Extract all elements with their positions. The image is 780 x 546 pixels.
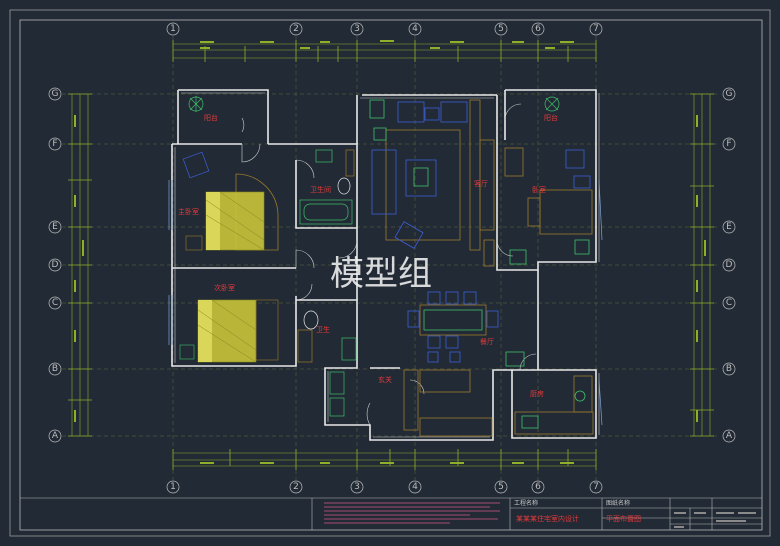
label-dining: 餐厅 <box>480 337 494 346</box>
title-block-notes <box>324 502 500 524</box>
axis-row-left-F: F <box>52 139 57 149</box>
axis-col-bottom-3: 3 <box>354 482 360 492</box>
label-balcony-right: 阳台 <box>544 113 558 122</box>
axis-col-top-5: 5 <box>498 24 504 34</box>
label-bathroom-mid: 卫生 <box>316 325 330 334</box>
axis-col-top-4: 4 <box>412 24 418 34</box>
balcony-furniture <box>182 96 560 179</box>
label-balcony-left: 阳台 <box>204 113 218 122</box>
axis-bubbles-right <box>722 87 736 443</box>
axis-col-bottom-2: 2 <box>293 482 299 492</box>
axis-bubbles-top <box>166 22 603 36</box>
title-block-project: 某某某住宅室内设计 <box>516 514 579 523</box>
title-block-header-left: 工程名称 <box>514 499 538 507</box>
windows <box>168 179 603 426</box>
dimension-ticks <box>74 40 706 464</box>
right-bedroom-furniture <box>504 147 593 265</box>
axis-col-bottom-5: 5 <box>498 482 504 492</box>
label-bedroom-right: 卧室 <box>532 185 546 194</box>
label-living: 客厅 <box>474 179 488 188</box>
axis-row-right-F: F <box>726 139 731 149</box>
label-kitchen: 厨房 <box>530 389 544 398</box>
title-block-marks <box>674 512 756 528</box>
axis-row-left-A: A <box>52 431 59 441</box>
axis-col-top-7: 7 <box>593 24 599 34</box>
label-master-bedroom: 主卧室 <box>178 207 199 216</box>
label-entry: 玄关 <box>378 375 392 384</box>
watermark: 模型组 <box>330 254 432 294</box>
wall-double-lines <box>174 92 600 438</box>
axis-row-right-C: C <box>726 298 732 308</box>
grid-axis-lines <box>62 36 720 480</box>
second-bed <box>179 299 279 363</box>
axis-row-right-D: D <box>726 260 733 270</box>
outer-frame <box>9 9 771 537</box>
axis-row-right-A: A <box>726 431 733 441</box>
axis-row-left-D: D <box>52 260 59 270</box>
label-second-bedroom: 次卧室 <box>214 283 235 292</box>
axis-col-top-6: 6 <box>535 24 541 34</box>
title-block-header-right: 图纸名称 <box>606 499 630 507</box>
axis-row-left-C: C <box>52 298 58 308</box>
axis-col-bottom-1: 1 <box>170 482 176 492</box>
axis-row-right-B: B <box>726 364 732 374</box>
inner-frame <box>19 19 763 531</box>
axis-col-top-2: 2 <box>293 24 299 34</box>
bathroom-top-fixtures <box>299 149 355 225</box>
label-bathroom-top: 卫生间 <box>310 185 331 194</box>
axis-row-left-G: G <box>52 89 59 99</box>
kitchen-furniture <box>505 351 594 435</box>
axis-col-bottom-7: 7 <box>593 482 599 492</box>
axis-bubbles-bottom <box>166 480 603 494</box>
axis-col-top-1: 1 <box>170 24 176 34</box>
axis-col-top-3: 3 <box>354 24 360 34</box>
axis-bubbles-left <box>48 87 62 443</box>
axis-row-left-B: B <box>52 364 58 374</box>
walls <box>171 89 597 441</box>
living-room-furniture <box>369 99 495 267</box>
axis-col-bottom-4: 4 <box>412 482 418 492</box>
title-block <box>20 497 762 530</box>
axis-row-right-E: E <box>726 222 732 232</box>
axis-col-bottom-6: 6 <box>535 482 541 492</box>
title-block-drawing-name: 平面布置图 <box>606 514 641 523</box>
axis-row-right-G: G <box>726 89 733 99</box>
dining-furniture <box>403 291 499 437</box>
axis-row-left-E: E <box>52 222 58 232</box>
bathroom-mid-fixtures <box>297 310 357 417</box>
master-bed <box>185 173 279 251</box>
